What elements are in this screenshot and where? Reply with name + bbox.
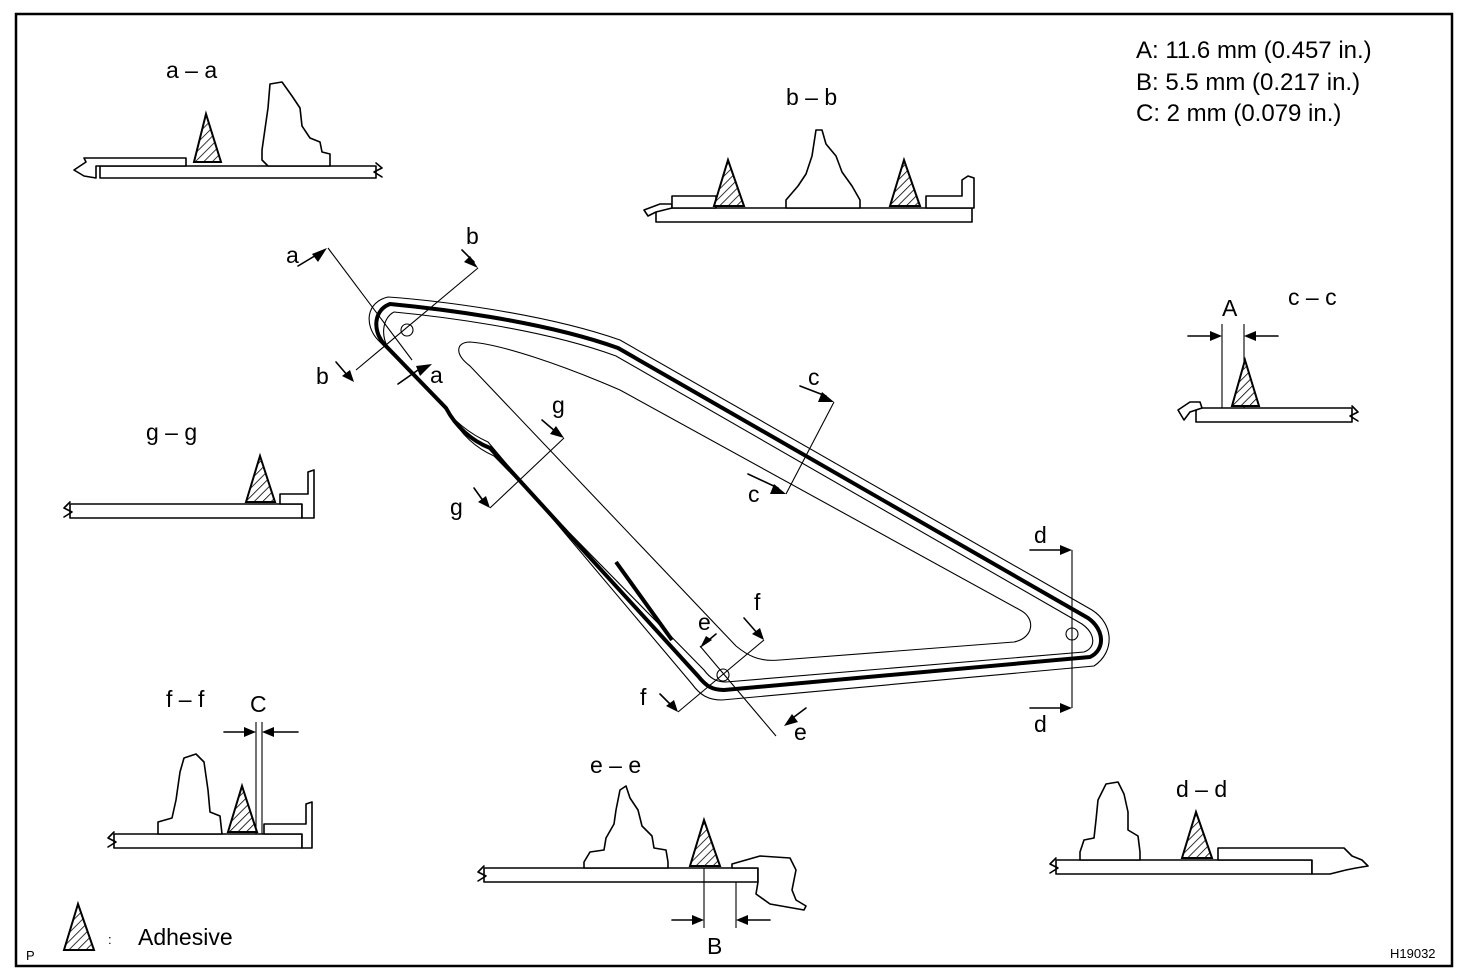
section-title-bb: b – b bbox=[786, 84, 837, 110]
section-cc bbox=[1177, 324, 1359, 423]
dim-label-c: C bbox=[250, 691, 267, 717]
cut-label-f-top: f bbox=[754, 589, 761, 615]
cut-line-g bbox=[473, 419, 565, 509]
cut-line-b bbox=[335, 249, 479, 382]
adhesive-symbol-icon bbox=[62, 900, 96, 951]
cut-label-f-bottom: f bbox=[640, 684, 647, 710]
section-ee bbox=[477, 785, 807, 928]
cut-line-d bbox=[1029, 545, 1073, 713]
section-ff bbox=[107, 722, 313, 849]
dim-label-b: B bbox=[707, 933, 722, 959]
cut-label-g-bottom: g bbox=[450, 494, 463, 520]
cut-label-a-top: a bbox=[286, 242, 299, 268]
glass-inner-edge bbox=[383, 311, 1094, 683]
cut-line-c bbox=[747, 385, 835, 495]
cut-label-a-bottom: a bbox=[430, 362, 443, 388]
quarter-window-glass bbox=[368, 296, 1110, 701]
cut-label-e-bottom: e bbox=[794, 719, 807, 745]
diagram-frame bbox=[14, 12, 1454, 968]
glass-lower-strip bbox=[614, 560, 674, 642]
section-title-dd: d – d bbox=[1176, 776, 1227, 802]
legend-colon: : bbox=[108, 932, 112, 947]
section-title-ee: e – e bbox=[590, 752, 641, 778]
cut-label-b-bottom: b bbox=[316, 363, 329, 389]
cut-label-d-bottom: d bbox=[1034, 711, 1047, 737]
corner-mark-left: P bbox=[26, 948, 35, 963]
section-title-gg: g – g bbox=[146, 419, 197, 445]
spec-a: A: 11.6 mm (0.457 in.) bbox=[1136, 37, 1372, 64]
cut-label-g-top: g bbox=[552, 392, 565, 418]
glass-visible-area bbox=[458, 341, 1032, 661]
section-title-cc: c – c bbox=[1288, 284, 1337, 310]
dim-label-a: A bbox=[1222, 295, 1238, 321]
cut-line-a bbox=[297, 247, 432, 385]
cut-label-b-top: b bbox=[466, 223, 479, 249]
section-title-aa: a – a bbox=[166, 57, 217, 83]
legend: : Adhesive bbox=[62, 900, 233, 951]
section-bb bbox=[643, 129, 975, 223]
legend-adhesive-text: Adhesive bbox=[138, 924, 233, 950]
figure-code: H19032 bbox=[1390, 946, 1436, 961]
cut-line-f bbox=[659, 617, 765, 713]
section-gg bbox=[63, 452, 315, 519]
cut-label-d-top: d bbox=[1034, 522, 1047, 548]
section-title-ff: f – f bbox=[166, 686, 205, 712]
cut-label-c-bottom: c bbox=[748, 481, 760, 507]
clip-position-upper bbox=[400, 323, 414, 337]
section-aa bbox=[73, 81, 383, 179]
section-dd bbox=[1049, 781, 1369, 875]
spec-b: B: 5.5 mm (0.217 in.) bbox=[1136, 69, 1360, 96]
clip-position-lower bbox=[716, 668, 730, 682]
cut-label-c-top: c bbox=[808, 364, 820, 390]
cut-line-e bbox=[699, 633, 807, 737]
cut-label-e-top: e bbox=[698, 609, 711, 635]
glass-outer-edge bbox=[368, 296, 1110, 701]
spec-c: C: 2 mm (0.079 in.) bbox=[1136, 100, 1341, 127]
